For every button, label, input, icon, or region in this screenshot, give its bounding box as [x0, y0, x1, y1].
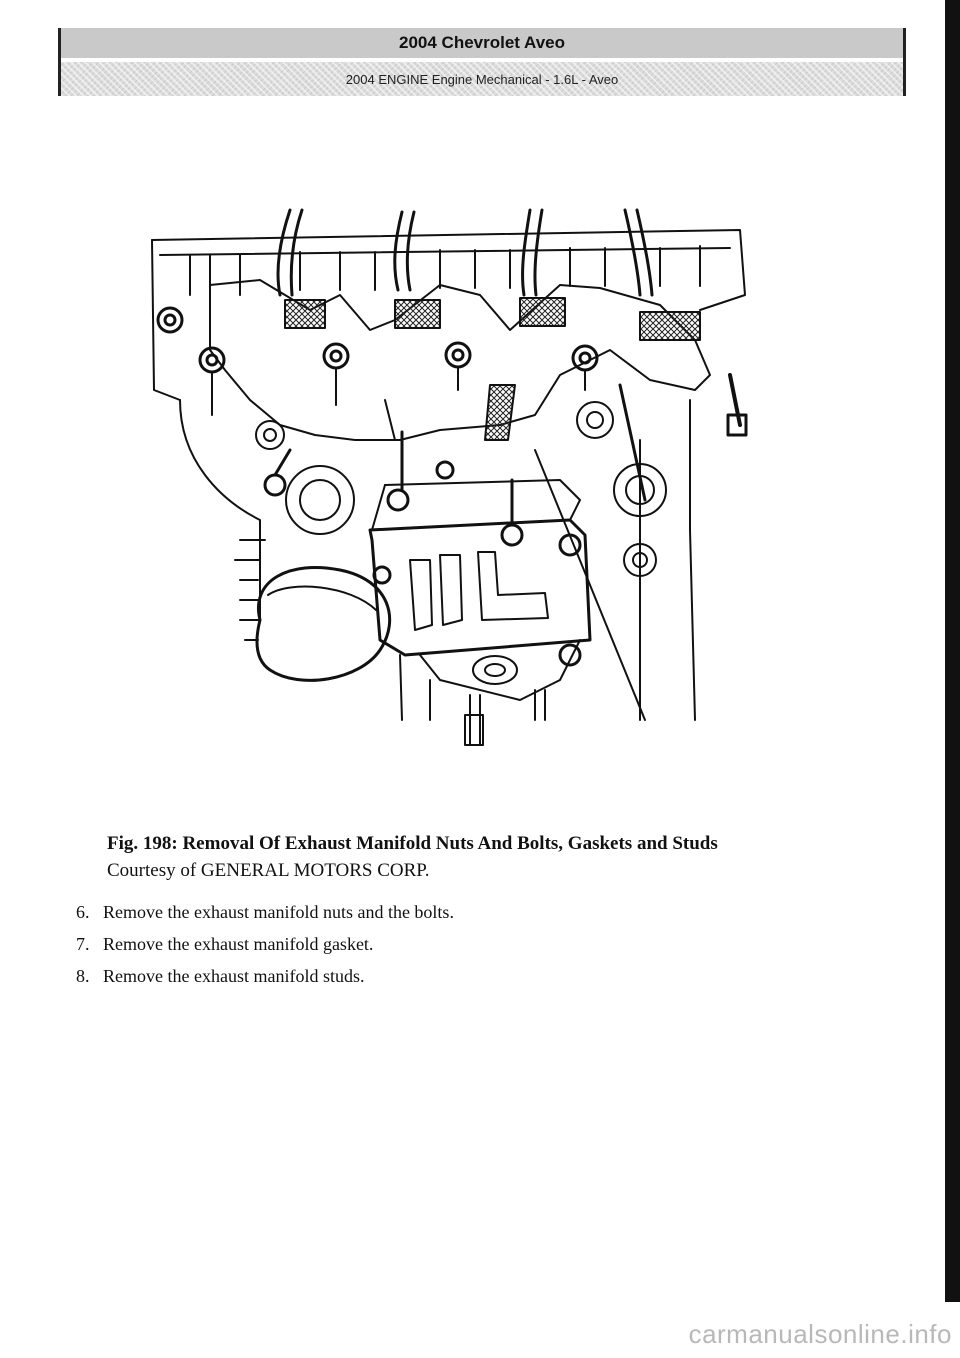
procedure-steps: 6. Remove the exhaust manifold nuts and …: [76, 902, 876, 998]
header-title: 2004 Chevrolet Aveo: [61, 28, 903, 58]
page-header: 2004 Chevrolet Aveo 2004 ENGINE Engine M…: [58, 28, 906, 96]
step-item: 7. Remove the exhaust manifold gasket.: [76, 934, 876, 966]
exhaust-manifold-illustration: [151, 208, 748, 746]
figure-caption-title: Fig. 198: Removal Of Exhaust Manifold Nu…: [107, 833, 718, 854]
step-number: 7.: [76, 934, 90, 954]
step-text: Remove the exhaust manifold nuts and the…: [103, 902, 454, 922]
step-number: 8.: [76, 966, 90, 986]
figure-caption: Fig. 198: Removal Of Exhaust Manifold Nu…: [107, 830, 887, 884]
page-edge-rule: [945, 0, 960, 1302]
header-right-border: [903, 28, 906, 96]
step-text: Remove the exhaust manifold studs.: [103, 966, 365, 986]
step-number: 6.: [76, 902, 90, 922]
site-watermark: carmanualsonline.info: [688, 1319, 952, 1349]
header-left-border: [58, 28, 61, 96]
step-item: 6. Remove the exhaust manifold nuts and …: [76, 902, 876, 934]
figure-caption-credit: Courtesy of GENERAL MOTORS CORP.: [107, 860, 430, 881]
header-subtitle: 2004 ENGINE Engine Mechanical - 1.6L - A…: [61, 62, 903, 96]
step-item: 8. Remove the exhaust manifold studs.: [76, 966, 876, 998]
step-text: Remove the exhaust manifold gasket.: [103, 934, 374, 954]
